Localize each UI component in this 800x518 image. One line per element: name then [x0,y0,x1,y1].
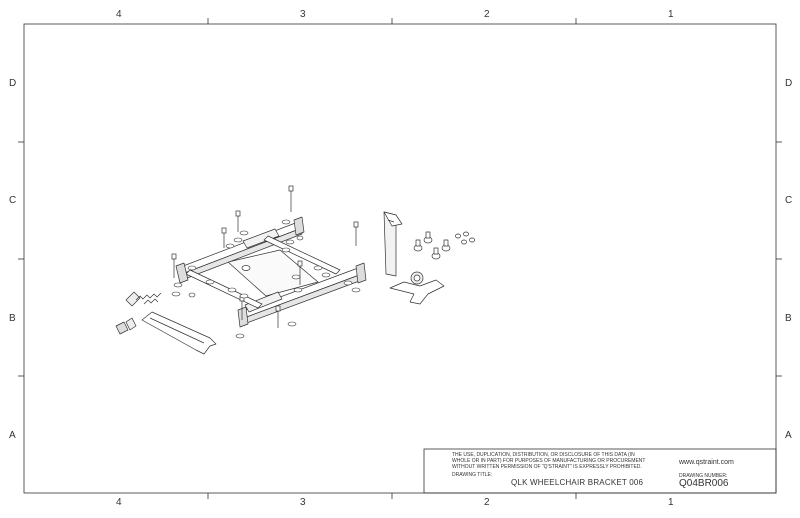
zone-label-bottom-4: 4 [116,497,122,508]
zone-label-right-d: D [785,78,793,89]
zone-label-top-1: 1 [668,9,674,20]
disclosure-notice-line-1: THE USE, DUPLICATION, DISTRIBUTION, OR D… [452,452,635,458]
zone-label-right-b: B [785,313,792,324]
bracket-assembly-illustration [175,216,367,328]
title-block [423,448,777,494]
zone-label-top-2: 2 [484,9,490,20]
zone-label-left-c: C [9,195,17,206]
drawing-border [23,23,777,494]
drawing-title: QLK WHEELCHAIR BRACKET 006 [511,478,644,487]
disclosure-notice-line-2: WHOLE OR IN PART) FOR PURPOSES OF MANUFA… [452,458,646,464]
drawing-number: Q04BR006 [679,478,729,489]
zone-label-right-a: A [785,430,792,441]
zone-label-right-c: C [785,195,793,206]
company-website: www.qstraint.com [679,459,734,466]
zone-label-top-3: 3 [300,9,306,20]
disclosure-notice-line-3: WITHOUT WRITTEN PERMISSION OF "Q'STRAINT… [452,464,642,470]
zone-label-left-d: D [9,78,17,89]
drawing-number-label: DRAWING NUMBER: [679,473,728,479]
zone-label-bottom-2: 2 [484,497,490,508]
strap-anchor-illustration [383,211,475,305]
zone-label-left-a: A [9,430,16,441]
zone-label-left-b: B [9,313,16,324]
zone-label-bottom-1: 1 [668,497,674,508]
zone-label-top-4: 4 [116,9,122,20]
drawing-title-label: DRAWING TITLE: [452,472,493,478]
zone-label-bottom-3: 3 [300,497,306,508]
